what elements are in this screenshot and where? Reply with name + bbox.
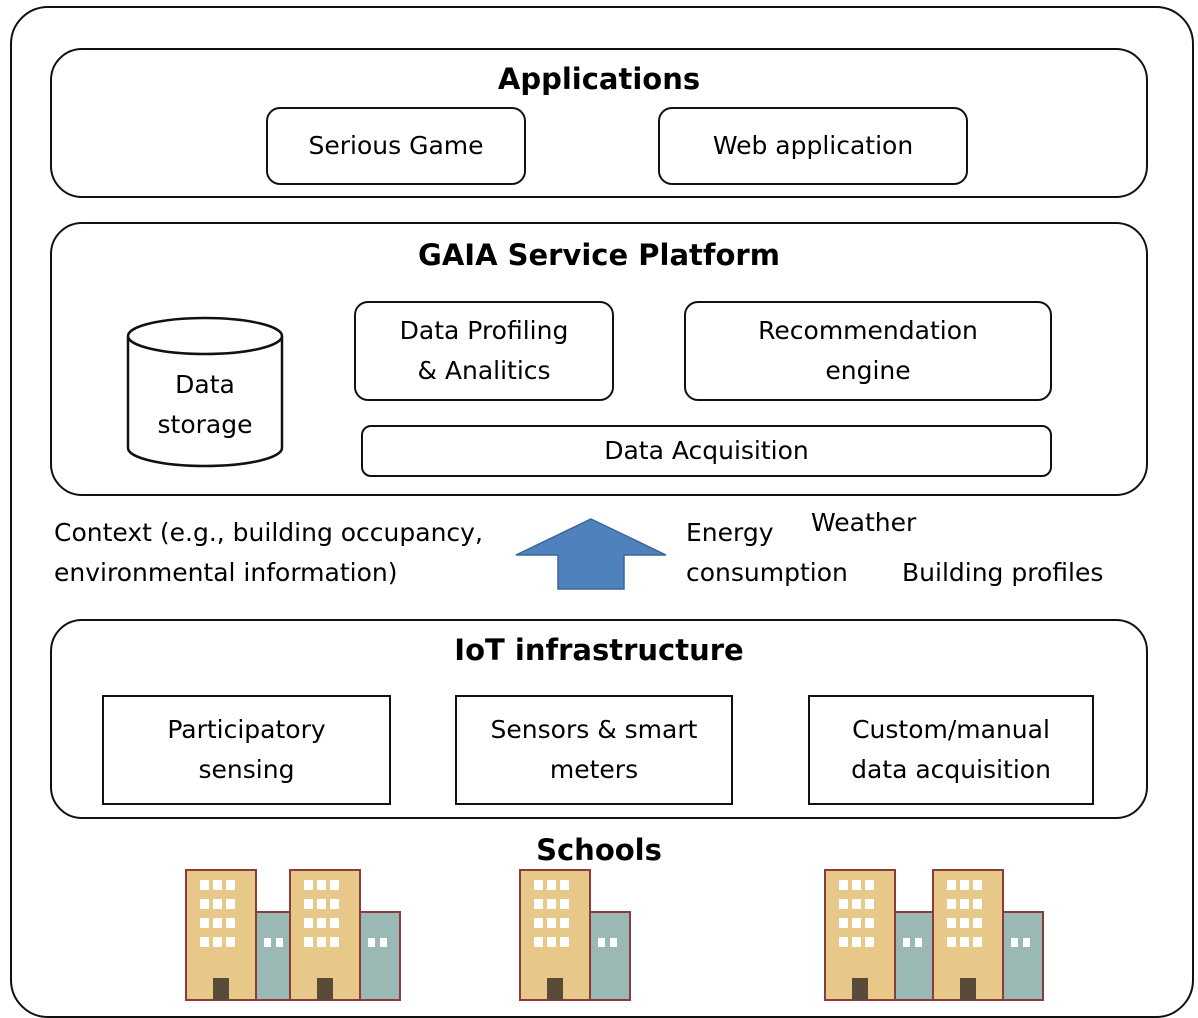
schools-title: Schools — [536, 833, 662, 867]
recommendation-engine-box: Recommendation engine — [684, 301, 1052, 401]
web-application-box: Web application — [658, 107, 968, 185]
participatory-sensing-box: Participatory sensing — [102, 695, 391, 805]
sensors-smart-meters-box: Sensors & smart meters — [455, 695, 733, 805]
school-building-icon — [824, 869, 936, 1001]
schools-buildings — [185, 869, 1044, 1001]
building-profiles-label: Building profiles — [902, 558, 1104, 587]
diagram-frame — [10, 6, 1194, 1018]
iot-title: IoT infrastructure — [454, 633, 744, 667]
school-building-icon — [185, 869, 297, 1001]
energy-consumption-label: Energy consumption — [686, 518, 848, 587]
context-label: Context (e.g., building occupancy, envir… — [54, 518, 483, 587]
school-building-icon — [289, 869, 401, 1001]
up-arrow-icon — [515, 518, 667, 590]
data-profiling-box: Data Profiling & Analitics — [354, 301, 614, 401]
serious-game-box: Serious Game — [266, 107, 526, 185]
weather-label: Weather — [811, 508, 917, 537]
school-building-icon — [932, 869, 1044, 1001]
data-storage-label: Data storage — [157, 370, 253, 439]
data-acquisition-box: Data Acquisition — [361, 425, 1052, 477]
applications-title: Applications — [497, 62, 701, 96]
custom-manual-acquisition-box: Custom/manual data acquisition — [808, 695, 1094, 805]
database-cylinder-icon — [126, 316, 284, 468]
platform-title: GAIA Service Platform — [418, 238, 780, 272]
school-building-icon — [519, 869, 631, 1001]
